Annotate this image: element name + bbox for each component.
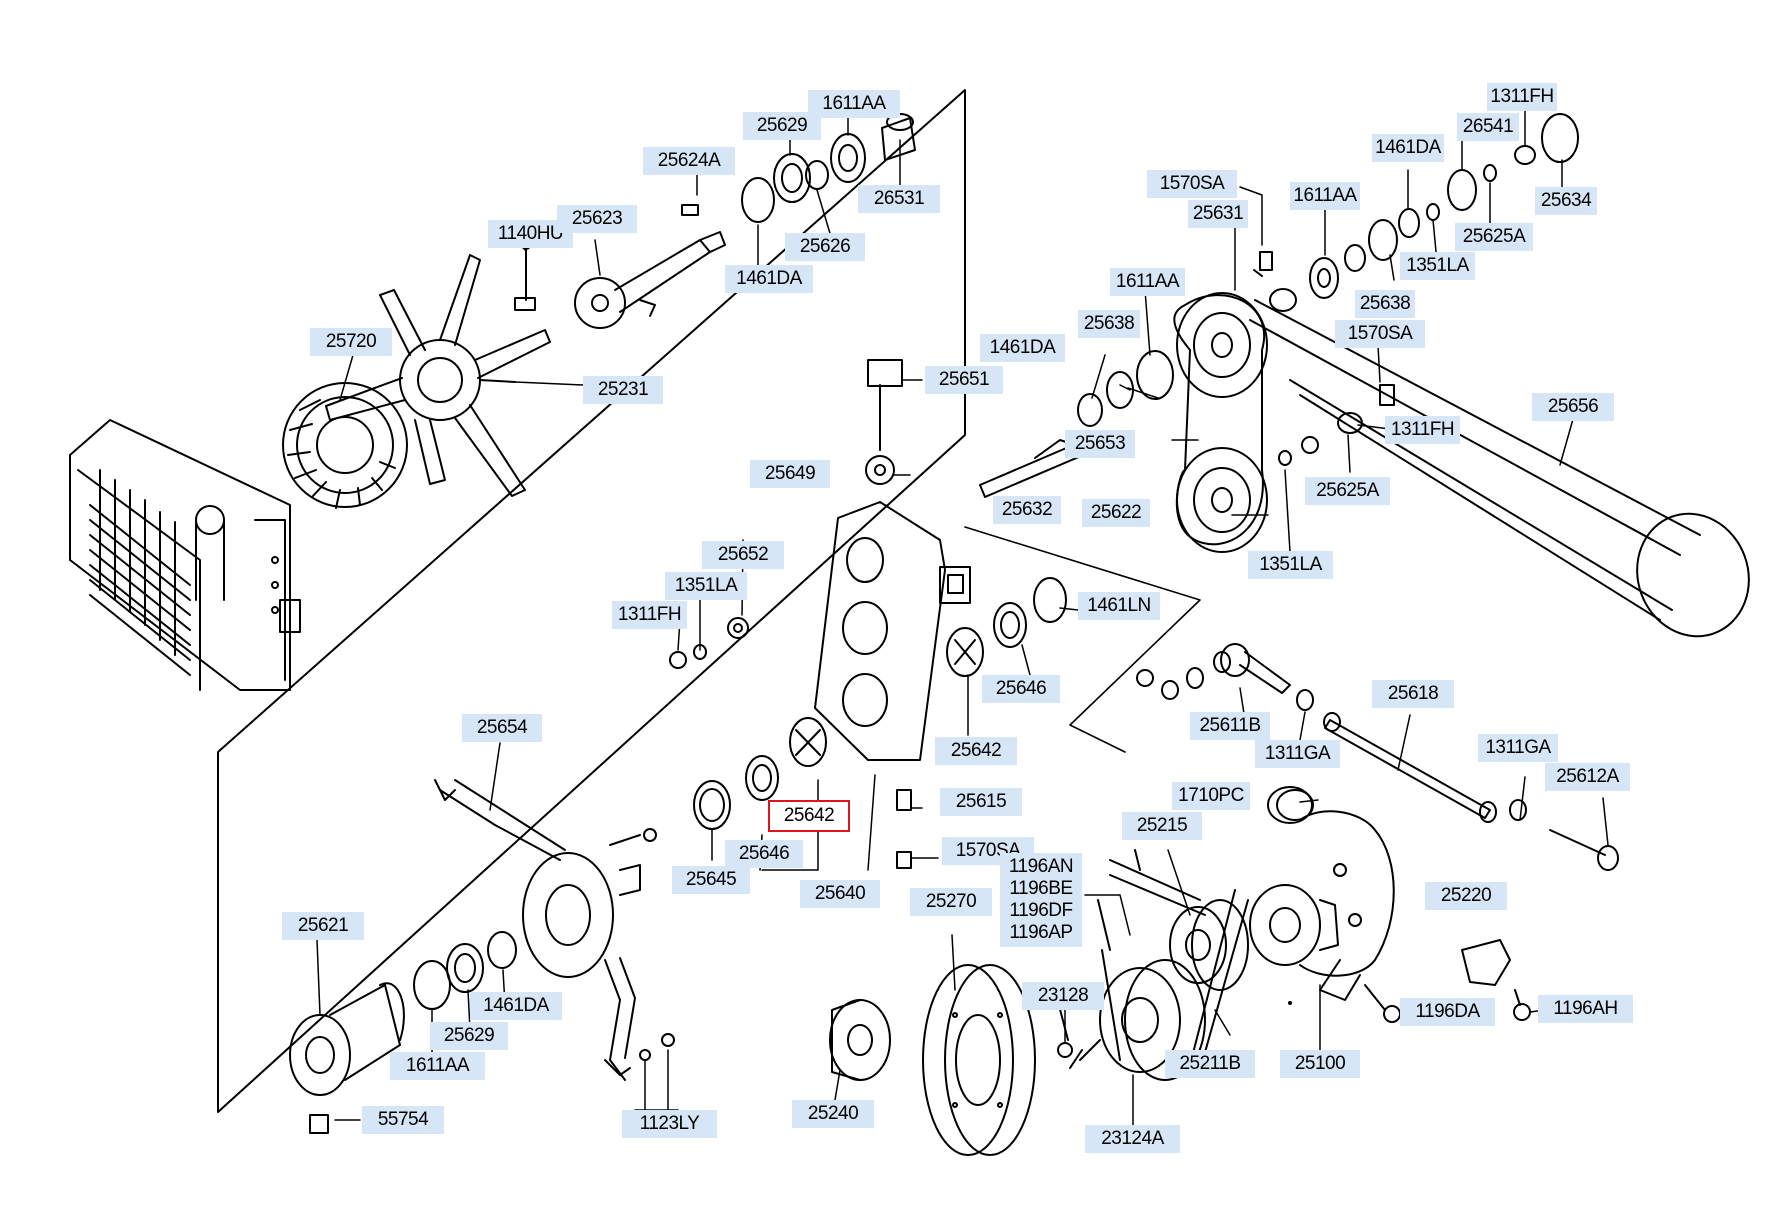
part-label-1351LA-right[interactable]: 1351LA bbox=[1400, 252, 1475, 280]
lower-drive-assembly bbox=[289, 779, 1073, 1156]
part-label-25652[interactable]: 25652 bbox=[702, 541, 784, 569]
top-shaft-assembly bbox=[514, 113, 916, 329]
part-label-1311GA-right[interactable]: 1311GA bbox=[1478, 734, 1558, 762]
part-label-1196DA[interactable]: 1196DA bbox=[1400, 998, 1495, 1026]
part-label-25625A-mid[interactable]: 25625A bbox=[1305, 477, 1390, 505]
part-label-25231[interactable]: 25231 bbox=[583, 376, 663, 404]
part-label-25211B[interactable]: 25211B bbox=[1165, 1050, 1255, 1078]
part-label-25632[interactable]: 25632 bbox=[993, 496, 1061, 524]
part-label-1123LY[interactable]: 1123LY bbox=[622, 1110, 717, 1138]
part-label-25638-mid[interactable]: 25638 bbox=[1078, 310, 1140, 338]
part-label-1611AA-lower[interactable]: 1611AA bbox=[390, 1052, 485, 1080]
part-label-25649[interactable]: 25649 bbox=[750, 460, 830, 488]
cooling-fan bbox=[282, 254, 551, 509]
part-label-25240[interactable]: 25240 bbox=[792, 1100, 874, 1128]
assembly-frame-lines bbox=[217, 89, 1201, 1113]
part-label-25631[interactable]: 25631 bbox=[1188, 200, 1248, 228]
part-label-26541[interactable]: 26541 bbox=[1457, 113, 1519, 141]
part-label-25656[interactable]: 25656 bbox=[1532, 393, 1614, 421]
part-label-25651[interactable]: 25651 bbox=[925, 366, 1003, 394]
part-label-25720[interactable]: 25720 bbox=[310, 328, 392, 356]
part-label-1461DA-lower[interactable]: 1461DA bbox=[470, 992, 562, 1020]
part-label-25220[interactable]: 25220 bbox=[1425, 882, 1507, 910]
part-label-1461DA-right[interactable]: 1461DA bbox=[1372, 134, 1444, 162]
part-label-25642-upper[interactable]: 25642 bbox=[935, 737, 1017, 765]
part-label-25621[interactable]: 25621 bbox=[282, 912, 364, 940]
part-label-1311GA-center[interactable]: 1311GA bbox=[1255, 740, 1340, 768]
part-label-25623[interactable]: 25623 bbox=[557, 205, 637, 233]
part-label-25618[interactable]: 25618 bbox=[1372, 680, 1454, 708]
part-label-25654[interactable]: 25654 bbox=[462, 714, 542, 742]
part-label-1461LN[interactable]: 1461LN bbox=[1078, 592, 1160, 620]
part-label-25100[interactable]: 25100 bbox=[1280, 1050, 1360, 1078]
leader-lines bbox=[316, 107, 1609, 1126]
part-label-1311FH-left[interactable]: 1311FH bbox=[612, 601, 687, 629]
part-label-25611B[interactable]: 25611B bbox=[1190, 712, 1270, 740]
part-label-1570SA-top[interactable]: 1570SA bbox=[1147, 170, 1237, 198]
part-label-1461DA-mid[interactable]: 1461DA bbox=[980, 334, 1065, 362]
part-label-25270[interactable]: 25270 bbox=[910, 888, 992, 916]
part-label-26531[interactable]: 26531 bbox=[858, 185, 940, 213]
part-label-25638-right[interactable]: 25638 bbox=[1355, 290, 1415, 318]
part-label-25626[interactable]: 25626 bbox=[785, 233, 865, 261]
water-pump-assembly bbox=[1069, 712, 1619, 1081]
part-label-1311FH-top[interactable]: 1311FH bbox=[1487, 83, 1557, 111]
part-label-25625A-top[interactable]: 25625A bbox=[1455, 223, 1533, 251]
part-label-25612A[interactable]: 25612A bbox=[1545, 763, 1630, 791]
part-label-25640[interactable]: 25640 bbox=[800, 880, 880, 908]
part-label-1351LA-left[interactable]: 1351LA bbox=[665, 572, 747, 600]
part-label-1196AP[interactable]: 1196AP bbox=[1000, 919, 1082, 947]
part-label-1710PC[interactable]: 1710PC bbox=[1172, 782, 1250, 810]
radiator bbox=[69, 419, 301, 691]
part-label-25634[interactable]: 25634 bbox=[1535, 187, 1597, 215]
part-label-1611AA-mid[interactable]: 1611AA bbox=[1110, 268, 1185, 296]
part-label-25615[interactable]: 25615 bbox=[940, 788, 1022, 816]
part-label-1570SA-mid[interactable]: 1570SA bbox=[1335, 320, 1425, 348]
part-label-55754[interactable]: 55754 bbox=[362, 1106, 444, 1134]
upper-pulley-belt bbox=[979, 113, 1750, 638]
part-label-25624A[interactable]: 25624A bbox=[643, 147, 735, 175]
part-label-1196AH[interactable]: 1196AH bbox=[1538, 995, 1633, 1023]
part-label-1311FH-mid[interactable]: 1311FH bbox=[1385, 416, 1460, 444]
part-label-1611AA-top[interactable]: 1611AA bbox=[808, 90, 900, 118]
part-label-1461DA-top[interactable]: 1461DA bbox=[725, 265, 813, 293]
part-label-25653[interactable]: 25653 bbox=[1065, 430, 1135, 458]
belt-tensioner-housing bbox=[669, 359, 1314, 869]
part-label-25642-highlighted[interactable]: 25642 bbox=[768, 800, 850, 832]
part-label-1611AA-right[interactable]: 1611AA bbox=[1290, 182, 1360, 210]
part-label-25646-upper[interactable]: 25646 bbox=[982, 675, 1060, 703]
part-label-1351LA-lower[interactable]: 1351LA bbox=[1248, 551, 1333, 579]
part-label-23124A[interactable]: 23124A bbox=[1085, 1125, 1180, 1153]
part-label-25645[interactable]: 25645 bbox=[672, 866, 750, 894]
part-label-25622[interactable]: 25622 bbox=[1082, 499, 1150, 527]
part-label-25629-lower[interactable]: 25629 bbox=[430, 1022, 508, 1050]
part-label-25646-lower[interactable]: 25646 bbox=[725, 840, 803, 868]
part-label-23128[interactable]: 23128 bbox=[1022, 982, 1104, 1010]
part-label-25215[interactable]: 25215 bbox=[1122, 812, 1202, 840]
